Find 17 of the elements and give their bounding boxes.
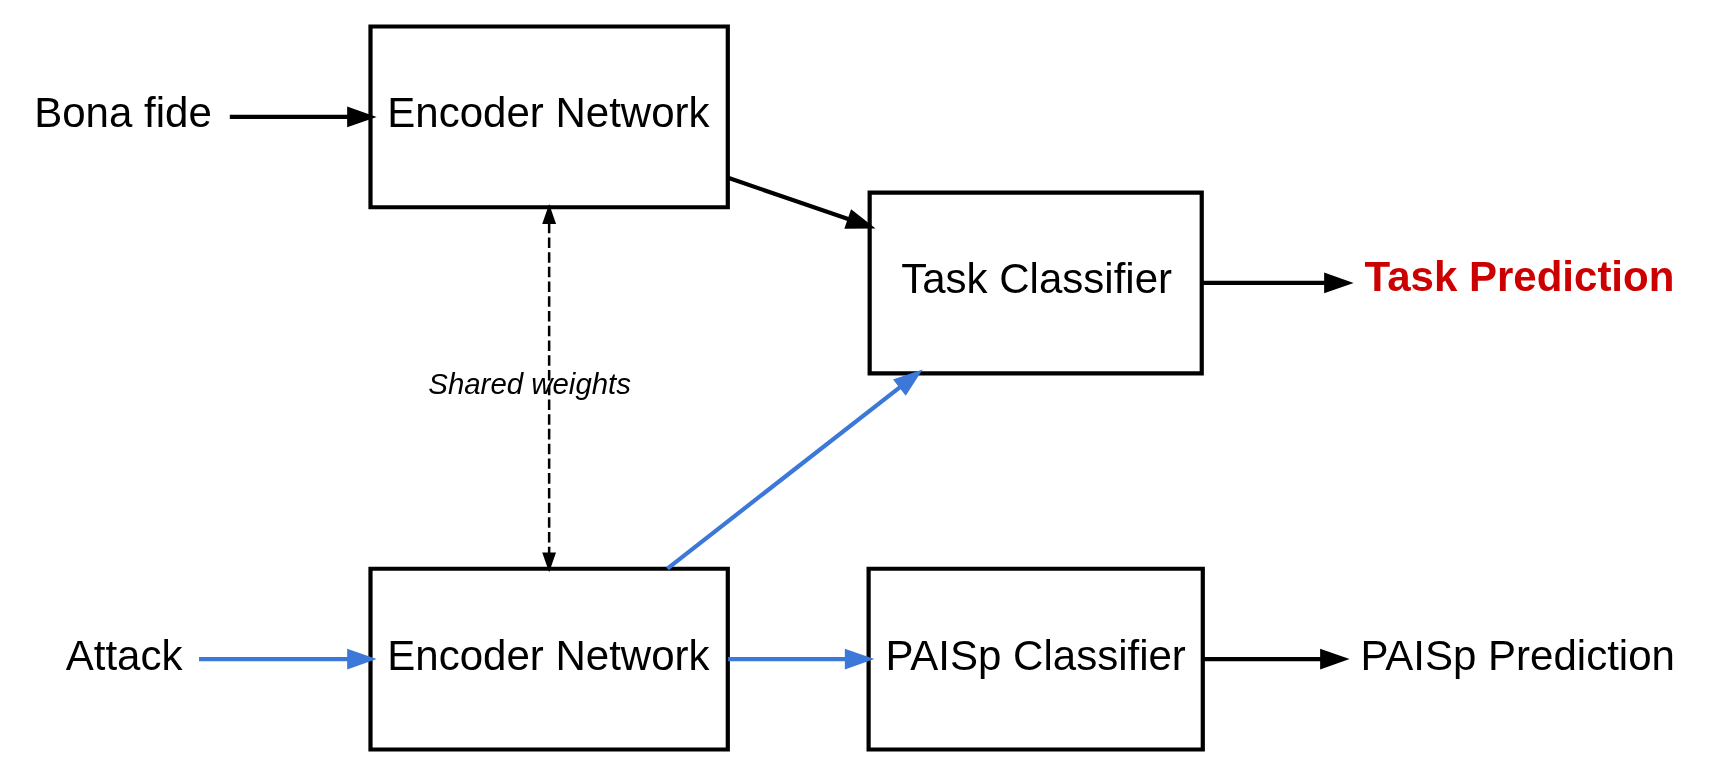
node-text: Attack xyxy=(65,631,183,679)
node-text: Bona fide xyxy=(33,89,212,137)
node-text: Task Prediction xyxy=(1364,253,1674,301)
node-text: PAISp Prediction xyxy=(1359,631,1675,679)
arrow xyxy=(229,106,377,128)
arrow xyxy=(727,648,874,670)
node-box: PAISp Classifier xyxy=(866,566,1205,752)
node-box: Encoder Network xyxy=(367,24,730,210)
edge-label: Shared weights xyxy=(427,366,631,400)
arrow xyxy=(726,175,876,229)
node-box: Encoder Network xyxy=(367,566,730,752)
arrow xyxy=(541,204,556,573)
node-box: Task Classifier xyxy=(867,190,1204,376)
arrow xyxy=(665,369,923,571)
arrow xyxy=(198,648,377,670)
arrow xyxy=(1201,272,1354,294)
arrow xyxy=(1202,648,1350,670)
